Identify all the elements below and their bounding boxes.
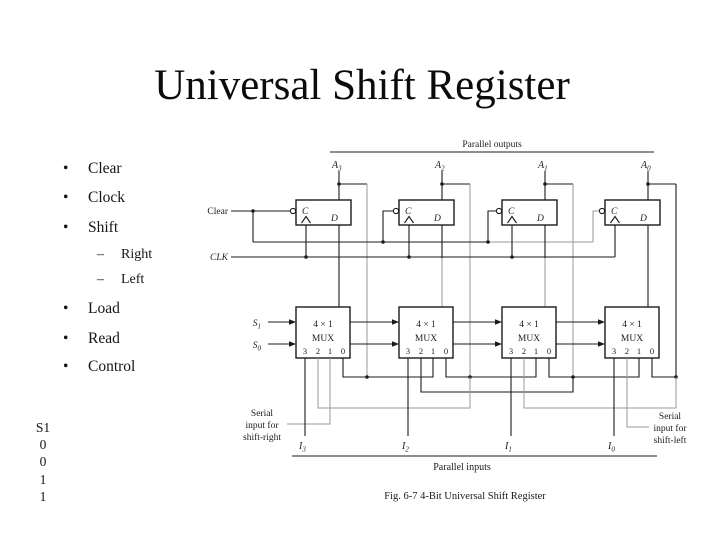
- bullet-icon: •: [63, 219, 69, 236]
- ff-clear-label: C: [611, 207, 618, 217]
- clock-edge-icon: [404, 215, 414, 224]
- svg-text:2: 2: [625, 346, 629, 356]
- svg-text:3: 3: [509, 346, 513, 356]
- ff-d-label: D: [433, 214, 441, 224]
- arrowheads: [289, 319, 605, 347]
- input-labels: I3 I2 I1 I0: [298, 441, 615, 454]
- select-value: 0: [39, 437, 47, 453]
- svg-text:shift-right: shift-right: [243, 432, 281, 443]
- svg-text:2: 2: [522, 346, 526, 356]
- bullet-icon: •: [63, 160, 69, 177]
- mux-row: 4 × 1 MUX 4 × 1 MUX 4 × 1 MUX 4 × 1 MUX …: [295, 306, 660, 359]
- svg-text:2: 2: [316, 346, 320, 356]
- dash-icon: –: [97, 247, 104, 262]
- output-wires: [337, 171, 677, 377]
- ff-d-label: D: [330, 214, 338, 224]
- serial-input-right: Serial input for shift-right: [243, 409, 281, 443]
- svg-text:input for: input for: [246, 420, 280, 431]
- shift-register-diagram: Parallel outputs A3 A2 A1 A0: [207, 140, 688, 502]
- select-lines: S1 S0: [253, 319, 605, 353]
- ff-d-label: D: [639, 214, 647, 224]
- input-label: I2: [401, 441, 409, 454]
- svg-text:shift-left: shift-left: [654, 435, 687, 446]
- svg-text:1: 1: [328, 346, 332, 356]
- svg-text:MUX: MUX: [415, 334, 437, 344]
- svg-text:MUX: MUX: [518, 334, 540, 344]
- bullet-label: Clock: [88, 189, 126, 206]
- svg-text:4 × 1: 4 × 1: [519, 320, 539, 330]
- flip-flops: C C C C D D D D: [289, 199, 661, 226]
- figure-caption: Fig. 6-7 4-Bit Universal Shift Register: [384, 491, 546, 502]
- svg-text:0: 0: [547, 346, 551, 356]
- mux-labels: 4 × 1 MUX 4 × 1 MUX 4 × 1 MUX 4 × 1 MUX: [312, 320, 643, 344]
- output-labels: A3 A2 A1 A0: [331, 160, 651, 173]
- svg-text:0: 0: [341, 346, 345, 356]
- bullet-icon: •: [63, 330, 69, 347]
- svg-text:Serial: Serial: [659, 412, 682, 422]
- dash-icon: –: [97, 272, 104, 287]
- ff-d-label: D: [536, 214, 544, 224]
- bullet-label: Shift: [88, 219, 119, 236]
- clk-label: CLK: [210, 253, 229, 263]
- clock-edge-icon: [610, 215, 620, 224]
- clock-edge-icon: [301, 215, 311, 224]
- select-value: 1: [39, 471, 47, 487]
- input-label: I3: [298, 441, 306, 454]
- s0-label: S0: [253, 341, 262, 353]
- mux-to-ff-wires: [338, 225, 649, 307]
- svg-text:2: 2: [419, 346, 423, 356]
- ff-clear-label: C: [302, 207, 309, 217]
- bullet-label: Read: [88, 330, 120, 347]
- svg-text:4 × 1: 4 × 1: [313, 320, 333, 330]
- parallel-outputs-label: Parallel outputs: [462, 140, 522, 150]
- svg-text:1: 1: [637, 346, 641, 356]
- select-value: 0: [39, 454, 47, 470]
- parallel-inputs-footer: Parallel inputs: [292, 455, 657, 473]
- svg-text:4 × 1: 4 × 1: [416, 320, 436, 330]
- bullet-label: Control: [88, 358, 136, 375]
- clock-edge-icon: [507, 215, 517, 224]
- bullet-icon: •: [63, 189, 69, 206]
- clear-label: Clear: [207, 207, 228, 217]
- output-label: A3: [331, 160, 342, 173]
- bullet-label: Right: [121, 247, 153, 262]
- ff-clear-label: C: [508, 207, 515, 217]
- svg-text:3: 3: [406, 346, 410, 356]
- select-value: S1: [35, 420, 51, 435]
- output-label: A2: [434, 160, 445, 173]
- svg-text:input for: input for: [654, 423, 688, 434]
- parallel-inputs-label: Parallel inputs: [433, 462, 491, 473]
- input-label: I0: [607, 441, 615, 454]
- select-values-column: S1 0 0 1 1: [30, 419, 56, 505]
- page-title: Universal Shift Register: [154, 62, 570, 109]
- svg-text:0: 0: [444, 346, 448, 356]
- mux-input-wiring: [287, 358, 678, 436]
- svg-text:Serial: Serial: [251, 409, 274, 419]
- s1-label: S1: [253, 319, 261, 331]
- bullet-icon: •: [63, 358, 69, 375]
- bullet-label: Clear: [88, 160, 122, 177]
- input-label: I1: [504, 441, 512, 454]
- mux-port-numbers: 3 2 1 0 3 2 1 0 3 2 1 0 3 2 1 0: [303, 346, 654, 356]
- parallel-outputs-header: Parallel outputs: [330, 140, 654, 153]
- serial-input-left: Serial input for shift-left: [654, 412, 688, 446]
- svg-text:MUX: MUX: [621, 334, 643, 344]
- svg-text:1: 1: [431, 346, 435, 356]
- output-label: A1: [537, 160, 548, 173]
- svg-text:MUX: MUX: [312, 334, 334, 344]
- svg-text:1: 1: [534, 346, 538, 356]
- svg-text:0: 0: [650, 346, 654, 356]
- ff-clear-label: C: [405, 207, 412, 217]
- bullet-icon: •: [63, 300, 69, 317]
- clk-wiring: CLK: [210, 225, 616, 263]
- svg-text:3: 3: [303, 346, 307, 356]
- select-value: 1: [39, 488, 47, 504]
- output-label: A0: [640, 160, 651, 173]
- clear-wiring: Clear: [207, 207, 599, 244]
- bullet-label: Load: [88, 300, 120, 317]
- svg-text:3: 3: [612, 346, 616, 356]
- bullet-label: Left: [121, 272, 145, 287]
- svg-text:4 × 1: 4 × 1: [622, 320, 642, 330]
